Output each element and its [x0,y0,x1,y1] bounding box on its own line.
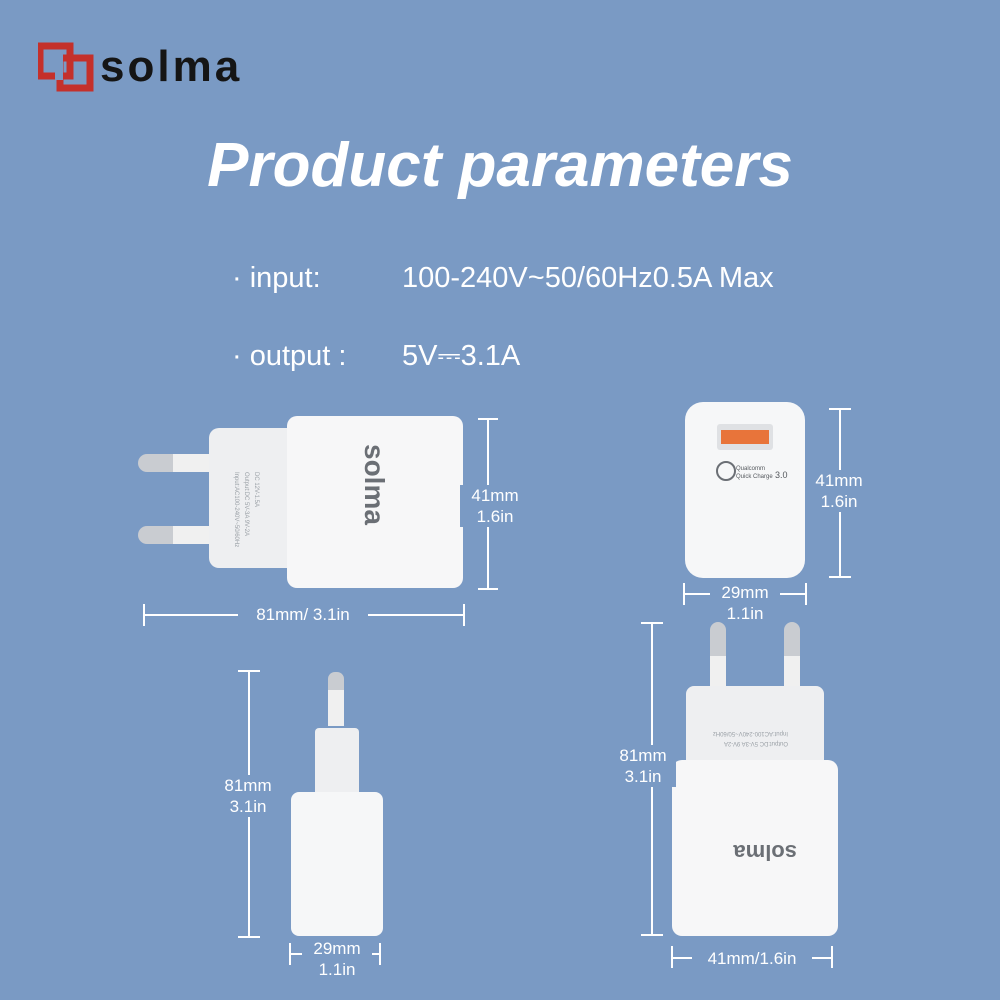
output-label: · output : [232,340,347,372]
side-height-cap-bottom [478,588,498,590]
side-height-mm: 41mm [471,486,519,505]
back-height-cap-top [641,622,663,624]
svg-text:Output:DC 5V-3A 9V-2A: Output:DC 5V-3A 9V-2A [243,472,249,536]
back-height-in: 3.1in [624,767,662,786]
page-title: Product parameters [207,131,793,200]
charger-side-view: solma Input:AC100-240V~50/60Hz Output:DC… [138,416,463,588]
case-brand-text: solma [359,444,390,525]
front-width-mm: 29mm [721,583,769,602]
front-height-label: 41mm 1.6in [806,470,872,512]
back-brand-text: solma [733,840,797,865]
back-width-cap-right [831,946,833,968]
back-width-label: 41mm/1.6in [692,948,812,969]
input-value: 100-240V~50/60Hz0.5A Max [402,262,774,294]
profile-width-label: 29mm 1.1in [302,938,372,980]
back-width-cap-left [671,946,673,968]
side-width-cap-right [463,604,465,626]
profile-width-mm: 29mm [313,939,361,958]
front-width-in: 1.1in [726,604,764,623]
front-width-label: 29mm 1.1in [710,582,780,624]
profile-width-cap-right [379,943,381,965]
side-width-label: 81mm/ 3.1in [238,604,368,625]
input-label: · input: [232,262,321,294]
brand-logo: solma [36,42,278,92]
profile-width-cap-left [289,943,291,965]
front-height-cap-top [829,408,851,410]
svg-text:Input:AC100-240V~50/60Hz: Input:AC100-240V~50/60Hz [233,472,239,547]
front-height-cap-bottom [829,576,851,578]
charger-front-view: Qualcomm Quick Charge 3.0 [685,402,805,578]
svg-text:3.0: 3.0 [775,470,788,480]
svg-text:DC 12V-1.5A: DC 12V-1.5A [253,472,259,507]
profile-height-label: 81mm 3.1in [215,775,281,817]
svg-text:Input:AC100-240V~50/60Hz: Input:AC100-240V~50/60Hz [713,730,788,736]
back-height-mm: 81mm [619,746,667,765]
profile-height-mm: 81mm [224,776,272,795]
front-width-cap-right [805,583,807,605]
front-height-in: 1.6in [820,492,858,511]
front-width-cap-left [683,583,685,605]
side-height-label: 41mm 1.6in [460,485,530,527]
charger-back-view: solma Input:AC100-240V~50/60Hz Output:DC… [672,622,838,936]
profile-height-cap-bottom [238,936,260,938]
side-width-cap-left [143,604,145,626]
usb-port [721,430,769,444]
profile-height-in: 3.1in [229,797,267,816]
profile-height-cap-top [238,670,260,672]
side-height-cap-top [478,418,498,420]
svg-text:Quick Charge: Quick Charge [736,474,773,480]
output-value: 5V⎓3.1A [402,340,521,372]
brand-name: solma [100,42,243,91]
solma-logo-icon [36,42,94,92]
svg-text:Output:DC 5V-3A 9V-2A: Output:DC 5V-3A 9V-2A [724,740,788,746]
svg-text:Qualcomm: Qualcomm [736,466,765,472]
front-height-mm: 41mm [815,471,863,490]
profile-width-in: 1.1in [318,960,356,979]
back-height-cap-bottom [641,934,663,936]
side-height-in: 1.6in [476,507,514,526]
charger-profile-view [291,672,383,936]
back-height-label: 81mm 3.1in [610,745,676,787]
